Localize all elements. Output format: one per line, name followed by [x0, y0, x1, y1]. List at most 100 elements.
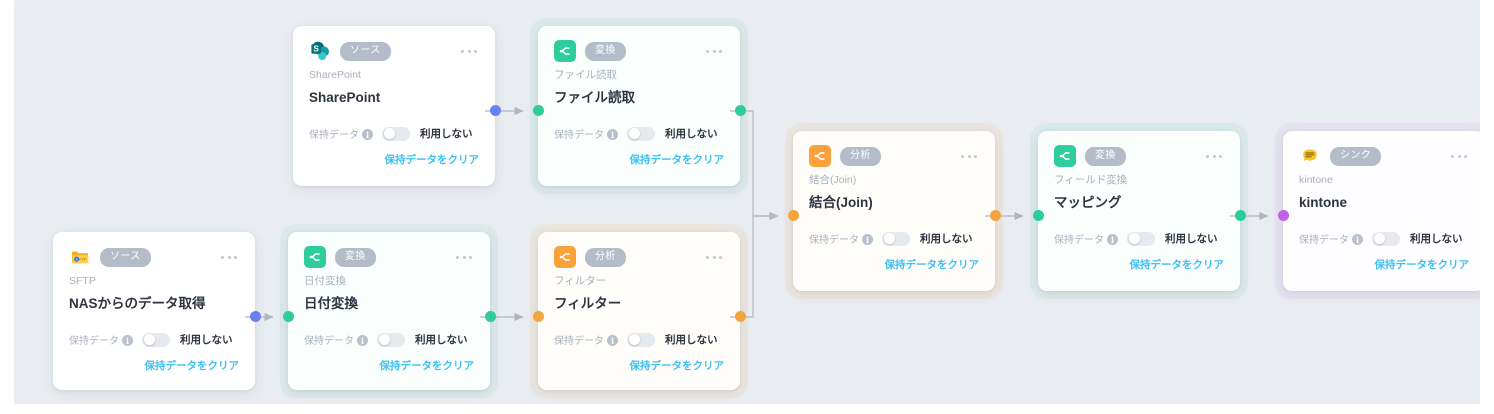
node-type-badge: 変換 — [335, 247, 376, 267]
retain-data-label: 保持データ — [69, 336, 119, 348]
info-icon[interactable]: i — [607, 335, 618, 347]
clear-retained-data-link[interactable]: 保持データをクリア — [629, 154, 725, 167]
ellipsis-icon[interactable] — [704, 252, 724, 263]
node-card[interactable]: S ソース SharePoint SharePoint 保持データ i 利用しな… — [293, 26, 495, 186]
node-card[interactable]: S FTP ソース SFTP NASからのデータ取得 保持データ i 利用しない… — [53, 232, 255, 390]
retain-data-toggle[interactable] — [882, 231, 910, 246]
transform-icon — [554, 40, 576, 62]
info-icon[interactable]: i — [362, 129, 373, 141]
retain-data-toggle[interactable] — [382, 126, 410, 141]
node-card[interactable]: 分析 結合(Join) 結合(Join) 保持データ i 利用しない 保持データ… — [793, 131, 995, 291]
node-join[interactable]: 分析 結合(Join) 結合(Join) 保持データ i 利用しない 保持データ… — [785, 123, 1003, 299]
node-header: S FTP ソース — [69, 246, 239, 268]
output-port[interactable] — [249, 311, 261, 322]
retain-data-label: 保持データ — [554, 130, 604, 142]
clear-retained-data-link[interactable]: 保持データをクリア — [884, 259, 980, 272]
clear-retained-data-link[interactable]: 保持データをクリア — [629, 360, 725, 373]
retain-data-row: 保持データ i 利用しない — [304, 332, 474, 347]
kintone-icon — [1299, 145, 1321, 167]
node-card[interactable]: 変換 ファイル読取 ファイル読取 保持データ i 利用しない 保持データをクリア — [538, 26, 740, 186]
node-date-convert[interactable]: 変換 日付変換 日付変換 保持データ i 利用しない 保持データをクリア — [280, 224, 498, 398]
retain-data-toggle[interactable] — [1127, 231, 1155, 246]
node-type-badge: ソース — [100, 247, 151, 267]
retain-data-toggle[interactable] — [627, 332, 655, 347]
clear-retained-data-link[interactable]: 保持データをクリア — [384, 154, 480, 167]
node-subname: kintone — [1299, 174, 1333, 186]
output-port[interactable] — [734, 311, 746, 322]
input-port[interactable] — [787, 210, 799, 221]
node-subname: SFTP — [69, 275, 96, 287]
info-icon[interactable]: i — [122, 335, 133, 347]
node-header: シンク — [1299, 145, 1469, 167]
toggle-state-text: 利用しない — [180, 334, 233, 347]
clear-retained-data-link[interactable]: 保持データをクリア — [144, 360, 240, 373]
retain-data-toggle[interactable] — [1372, 231, 1400, 246]
node-type-badge: 変換 — [1085, 146, 1126, 166]
info-icon[interactable]: i — [607, 129, 618, 141]
node-header: 変換 — [554, 40, 724, 62]
node-type-badge: ソース — [340, 41, 391, 61]
flow-canvas[interactable]: S ソース SharePoint SharePoint 保持データ i 利用しな… — [14, 0, 1480, 404]
retain-data-toggle[interactable] — [377, 332, 405, 347]
node-subname: 日付変換 — [304, 275, 346, 287]
retain-data-row: 保持データ i 利用しない — [554, 332, 724, 347]
node-subname: フィールド変換 — [1054, 174, 1128, 186]
input-port[interactable] — [282, 311, 294, 322]
input-port[interactable] — [532, 311, 544, 322]
transform-icon — [304, 246, 326, 268]
output-port[interactable] — [1234, 210, 1246, 221]
retain-data-label: 保持データ — [1299, 235, 1349, 247]
svg-text:FTP: FTP — [79, 258, 86, 262]
node-subname: ファイル読取 — [554, 69, 617, 81]
node-subname: フィルター — [554, 275, 607, 287]
ellipsis-icon[interactable] — [959, 151, 979, 162]
svg-text:S: S — [75, 258, 78, 262]
ellipsis-icon[interactable] — [1449, 151, 1469, 162]
output-port[interactable] — [489, 105, 501, 116]
node-header: 分析 — [809, 145, 979, 167]
input-port[interactable] — [1032, 210, 1044, 221]
retain-data-row: 保持データ i 利用しない — [309, 126, 479, 141]
node-title: NASからのデータ取得 — [69, 295, 206, 311]
clear-retained-data-link[interactable]: 保持データをクリア — [1374, 259, 1470, 272]
toggle-state-text: 利用しない — [665, 334, 718, 347]
node-type-badge: 変換 — [585, 41, 626, 61]
node-card[interactable]: 変換 フィールド変換 マッピング 保持データ i 利用しない 保持データをクリア — [1038, 131, 1240, 291]
node-mapping[interactable]: 変換 フィールド変換 マッピング 保持データ i 利用しない 保持データをクリア — [1030, 123, 1248, 299]
info-icon[interactable]: i — [1107, 234, 1118, 246]
node-card[interactable]: 分析 フィルター フィルター 保持データ i 利用しない 保持データをクリア — [538, 232, 740, 390]
info-icon[interactable]: i — [1352, 234, 1363, 246]
node-sftp[interactable]: S FTP ソース SFTP NASからのデータ取得 保持データ i 利用しない… — [53, 232, 261, 390]
ellipsis-icon[interactable] — [704, 46, 724, 57]
node-subname: 結合(Join) — [809, 174, 857, 186]
retain-data-toggle[interactable] — [142, 332, 170, 347]
output-port[interactable] — [484, 311, 496, 322]
node-subname: SharePoint — [309, 69, 361, 81]
clear-retained-data-link[interactable]: 保持データをクリア — [1129, 259, 1225, 272]
ellipsis-icon[interactable] — [459, 46, 479, 57]
node-card[interactable]: 変換 日付変換 日付変換 保持データ i 利用しない 保持データをクリア — [288, 232, 490, 390]
input-port[interactable] — [532, 105, 544, 116]
ellipsis-icon[interactable] — [454, 252, 474, 263]
node-title: ファイル読取 — [554, 89, 635, 105]
info-icon[interactable]: i — [862, 234, 873, 246]
retain-data-label: 保持データ — [304, 336, 354, 348]
output-port[interactable] — [734, 105, 746, 116]
node-header: 変換 — [304, 246, 474, 268]
node-header: S ソース — [309, 40, 479, 62]
toggle-state-text: 利用しない — [420, 128, 473, 141]
ellipsis-icon[interactable] — [219, 252, 239, 263]
node-file-read[interactable]: 変換 ファイル読取 ファイル読取 保持データ i 利用しない 保持データをクリア — [530, 18, 748, 194]
retain-data-row: 保持データ i 利用しない — [554, 126, 724, 141]
ellipsis-icon[interactable] — [1204, 151, 1224, 162]
toggle-state-text: 利用しない — [415, 334, 468, 347]
node-filter[interactable]: 分析 フィルター フィルター 保持データ i 利用しない 保持データをクリア — [530, 224, 748, 398]
node-card[interactable]: シンク kintone kintone 保持データ i 利用しない 保持データを… — [1283, 131, 1480, 291]
output-port[interactable] — [989, 210, 1001, 221]
retain-data-toggle[interactable] — [627, 126, 655, 141]
node-kintone[interactable]: シンク kintone kintone 保持データ i 利用しない 保持データを… — [1275, 123, 1480, 299]
info-icon[interactable]: i — [357, 335, 368, 347]
node-sharepoint[interactable]: S ソース SharePoint SharePoint 保持データ i 利用しな… — [293, 26, 501, 186]
clear-retained-data-link[interactable]: 保持データをクリア — [379, 360, 475, 373]
input-port[interactable] — [1277, 210, 1289, 221]
